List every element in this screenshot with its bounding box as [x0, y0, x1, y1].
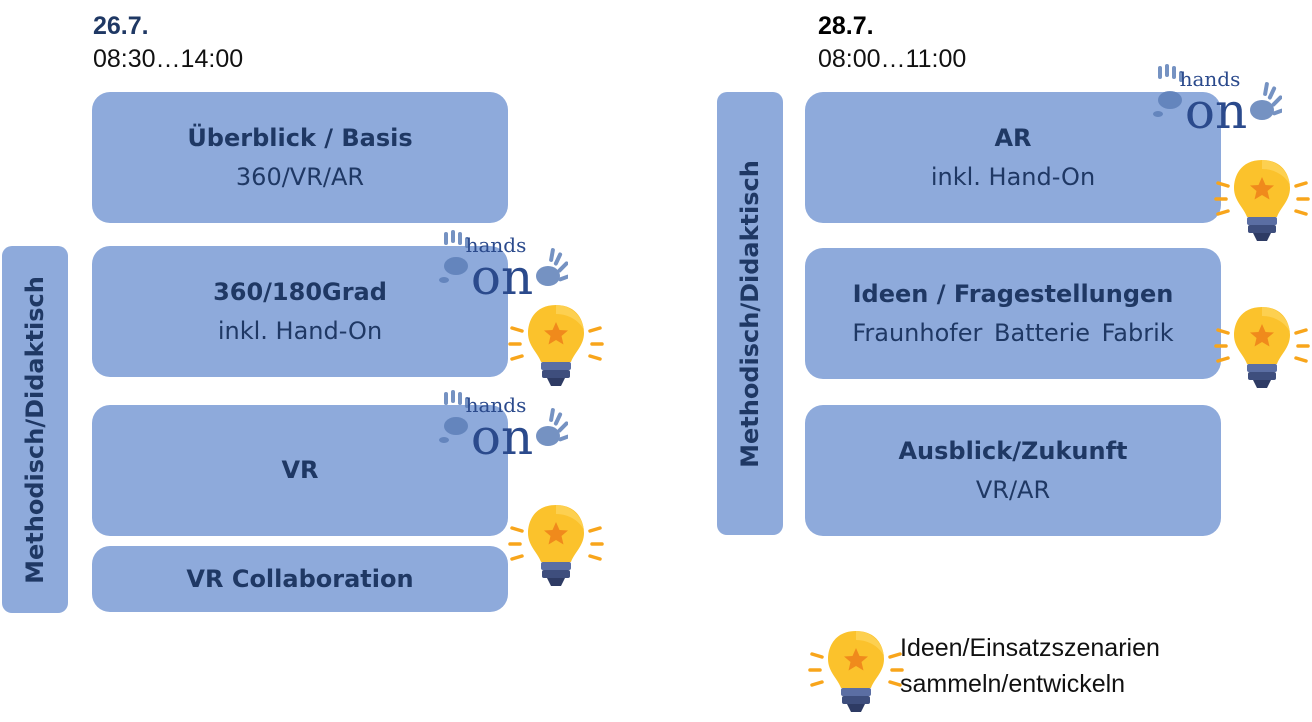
hands-text: hands — [466, 233, 527, 257]
session-title: VR — [281, 456, 319, 485]
legend-text: Ideen/Einsatzszenarien sammeln/entwickel… — [900, 630, 1160, 702]
on-text: on — [471, 408, 533, 466]
session-title: 360/180Grad — [213, 278, 387, 307]
day-time-left: 08:30…14:00 — [93, 45, 244, 73]
day-date-right: 28.7. — [818, 12, 874, 40]
on-text: on — [471, 248, 533, 306]
session-box-360-180: 360/180Grad inkl. Hand-On — [92, 246, 508, 377]
lightbulb-icon — [508, 500, 604, 590]
sidebar-label: Methodisch/Didaktisch — [21, 275, 50, 584]
day-time-right: 08:00…11:00 — [818, 45, 967, 73]
lightbulb-icon — [508, 300, 604, 390]
legend-line-2: sammeln/entwickeln — [900, 670, 1126, 698]
session-box-vr-collaboration: VR Collaboration — [92, 546, 508, 612]
hands-text: hands — [466, 393, 527, 417]
session-subtitle: 360/VR/AR — [235, 162, 365, 191]
hands-on-logo: hands on — [438, 388, 568, 468]
session-subtitle: VR/AR — [975, 475, 1051, 504]
session-box-vr: VR — [92, 405, 508, 536]
session-title: AR — [994, 124, 1032, 153]
session-title: Ideen / Fragestellungen — [852, 280, 1174, 309]
sidebar-methodisch-left: Methodisch/Didaktisch — [2, 246, 68, 613]
sidebar-label: Methodisch/Didaktisch — [736, 159, 765, 468]
sidebar-methodisch-right: Methodisch/Didaktisch — [717, 92, 783, 535]
session-subtitle: inkl. Hand-On — [930, 162, 1096, 191]
hands-on-icon: hands on — [1152, 62, 1282, 140]
hands-on-icon: hands on — [438, 228, 568, 306]
legend-line-1: Ideen/Einsatzszenarien — [900, 634, 1160, 662]
session-title: VR Collaboration — [186, 564, 414, 593]
lightbulb-icon — [1214, 302, 1310, 392]
session-subtitle: inkl. Hand-On — [217, 316, 383, 345]
session-title: Überblick / Basis — [187, 124, 413, 153]
session-box-ueberblick: Überblick / Basis 360/VR/AR — [92, 92, 508, 223]
day-date-left: 26.7. — [93, 12, 149, 40]
hands-on-logo: hands on — [1152, 62, 1282, 142]
hands-text: hands — [1180, 67, 1241, 91]
hands-on-icon: hands on — [438, 388, 568, 466]
session-box-ideen: Ideen / Fragestellungen Fraunhofer Batte… — [805, 248, 1221, 379]
session-box-ausblick: Ausblick/Zukunft VR/AR — [805, 405, 1221, 536]
session-box-ar: AR inkl. Hand-On — [805, 92, 1221, 223]
session-subtitle: Fraunhofer Batterie Fabrik — [852, 318, 1174, 347]
legend-lightbulb-icon — [808, 626, 904, 716]
hands-on-logo: hands on — [438, 228, 568, 308]
lightbulb-icon — [1214, 155, 1310, 245]
session-title: Ausblick/Zukunft — [898, 437, 1128, 466]
on-text: on — [1185, 82, 1247, 140]
